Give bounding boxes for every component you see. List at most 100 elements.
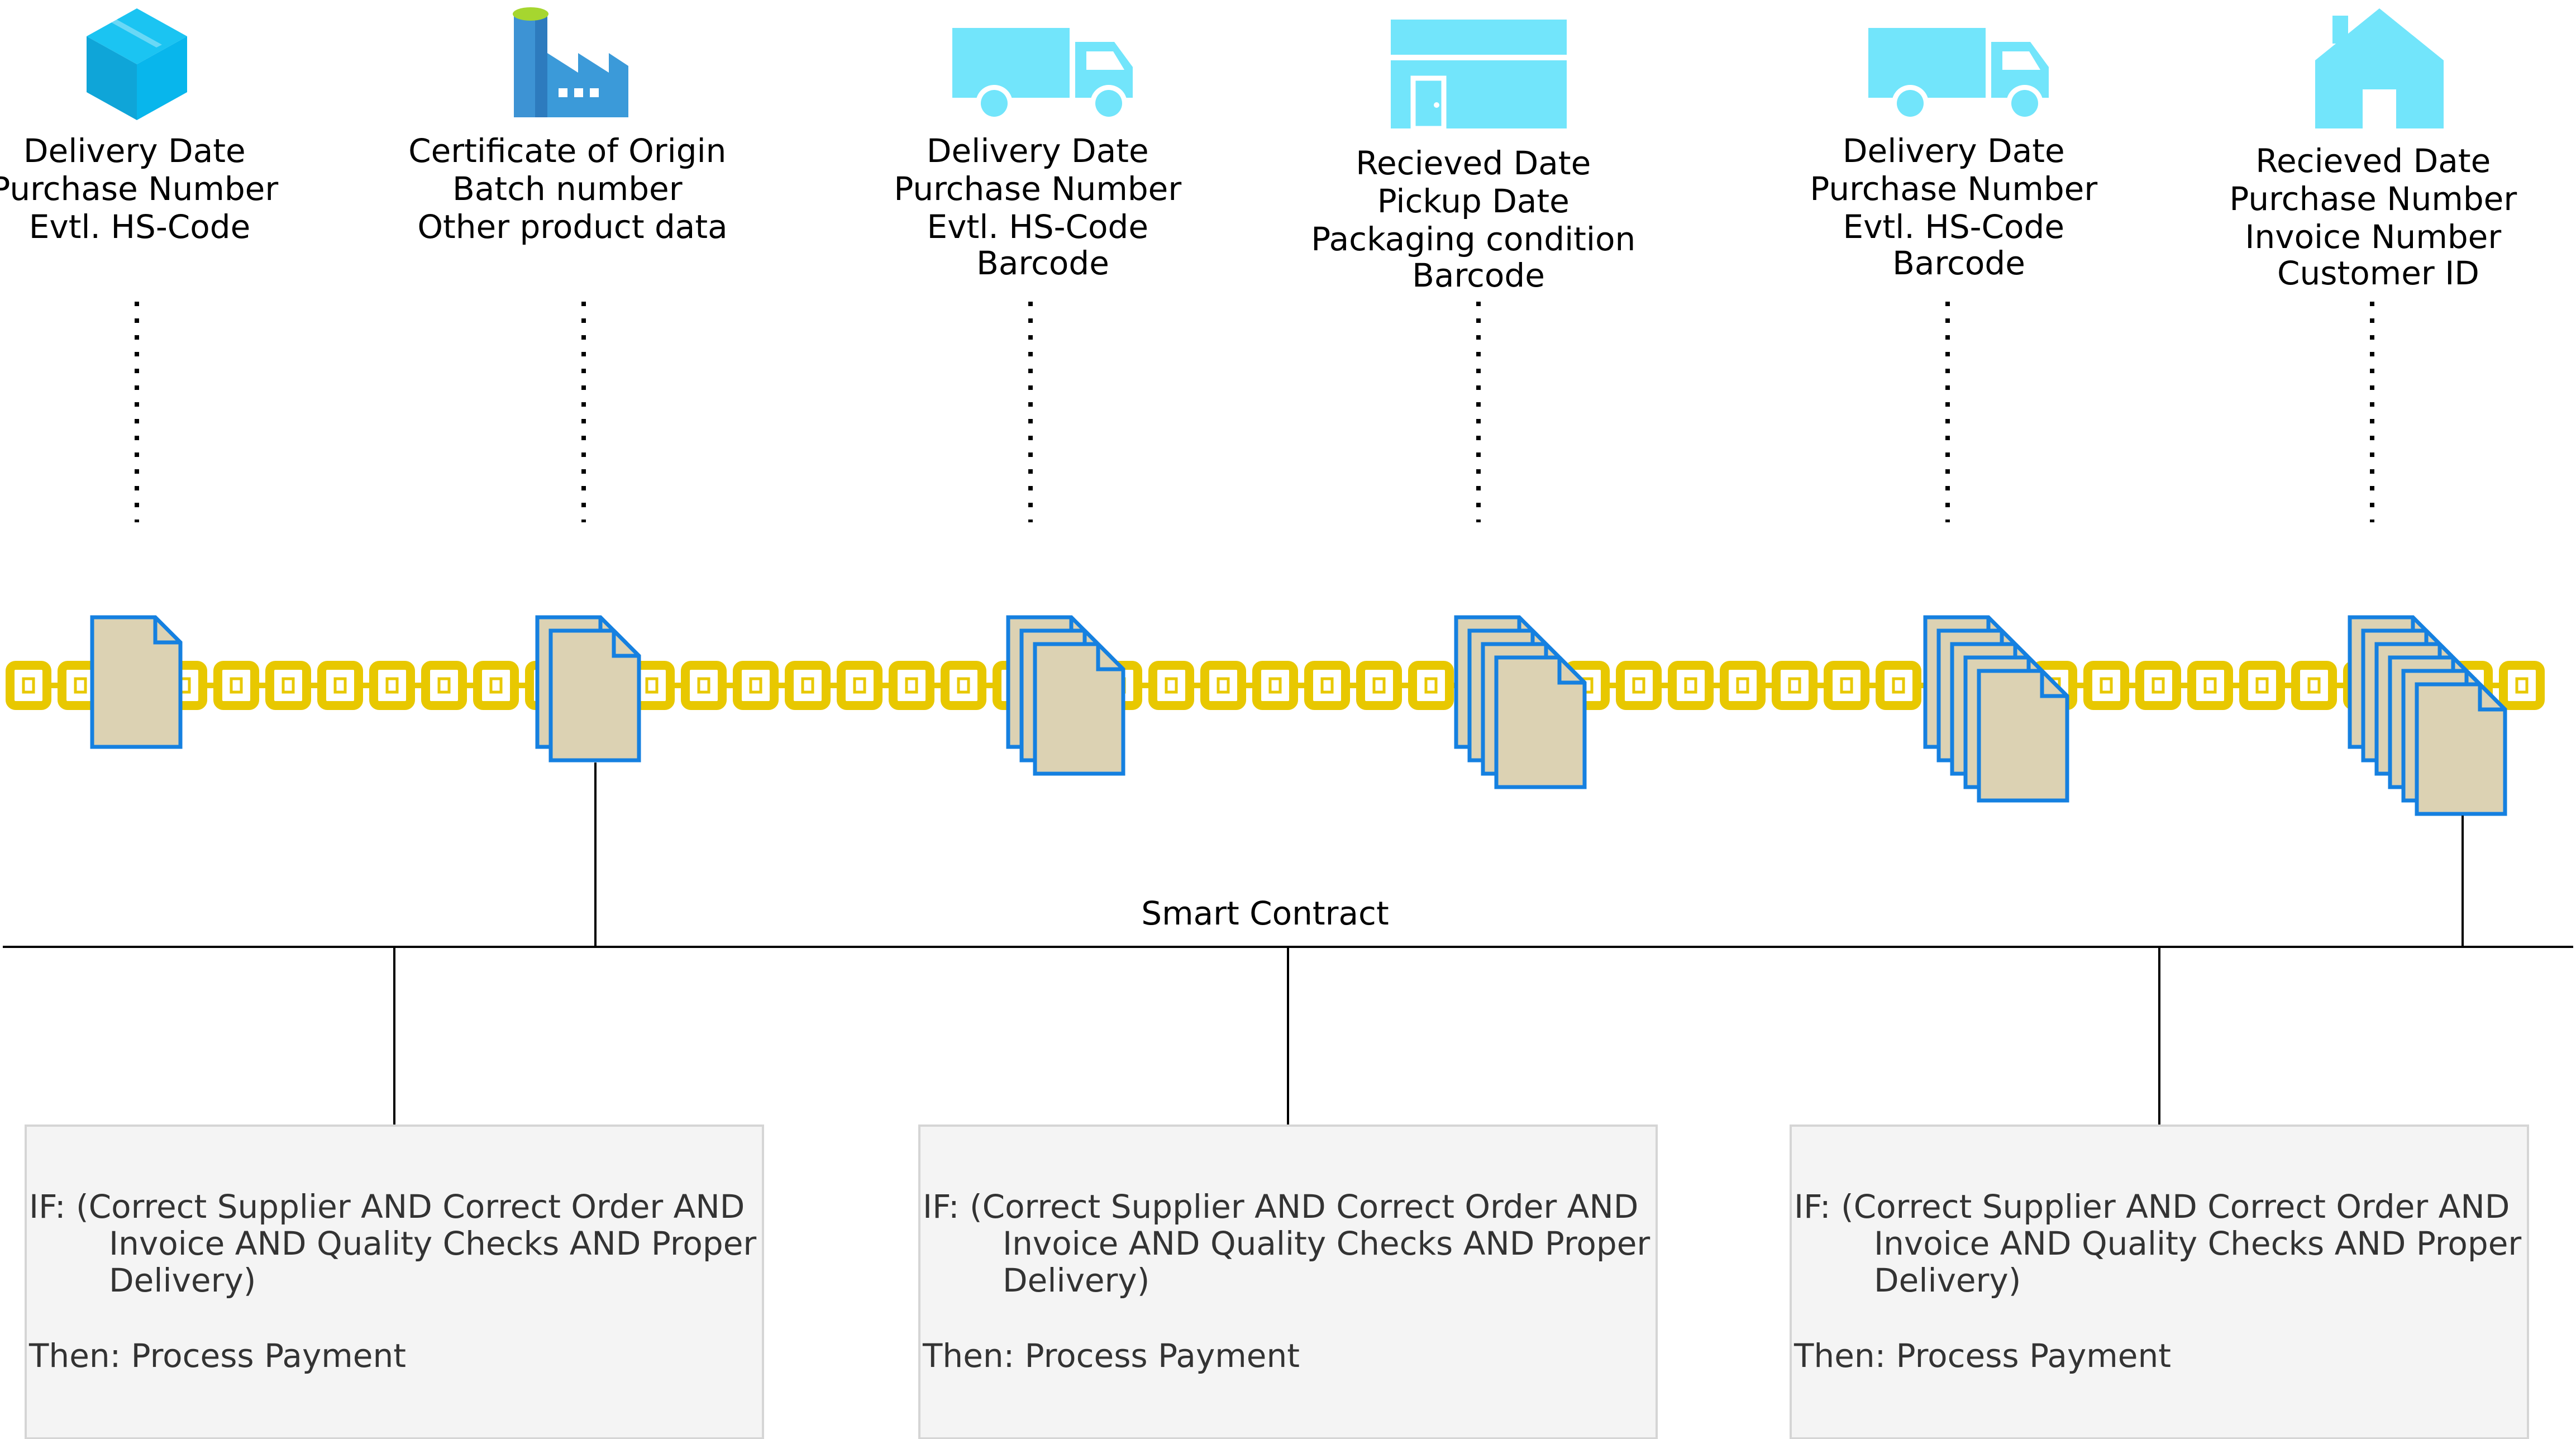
chain-link-inner [74,677,87,694]
chain-link-inner [2152,677,2165,694]
document-stack [1454,615,1587,789]
chain-link-inner [1788,677,1801,694]
chain-connector [982,683,997,688]
chain-connector [1190,683,1205,688]
chain-connector [2488,683,2503,688]
chain-connector [2177,683,2192,688]
chain-connector [1657,683,1672,688]
chain-connector [411,683,426,688]
document-fold [1096,644,1123,671]
chain-connector [514,683,529,688]
stage-5-label: Delivery Date Purchase Number Evtl. HS-C… [1810,132,2107,282]
stage-6-label: Recieved Date Purchase Number Invoice Nu… [2229,142,2527,292]
document-stacks [90,615,2507,816]
chain-connector [2281,683,2296,688]
document-icon [1977,669,2069,803]
house-icon [2315,8,2444,128]
condition-box: IF: (Correct Supplier AND Correct Order … [25,1124,764,1439]
chain-connector [203,683,218,688]
condition-box: IF: (Correct Supplier AND Correct Order … [918,1124,1661,1439]
document-stack [2348,615,2507,816]
document-icon [548,628,641,763]
chain-link-inner [2203,677,2217,694]
chain-connector [826,683,841,688]
chain-link-inner [333,677,347,694]
chain-connector [1865,683,1880,688]
document-fold [612,631,639,658]
chain-connector [1813,683,1828,688]
chain-connector [2229,683,2244,688]
condition-then-text: Then: Process Payment [1793,1337,2171,1375]
blockchain-chain [6,661,2545,710]
chain-link-inner [2515,677,2529,694]
chain-connector [878,683,893,688]
store-icon [1391,20,1567,131]
chain-connector [774,683,789,688]
truck-icon [1868,28,2049,122]
chain-link-inner [749,677,762,694]
condition-if-text: IF: (Correct Supplier AND Correct Order … [923,1188,1661,1299]
document-icon [90,615,183,749]
chain-connector [2332,683,2348,688]
truck-icon [952,28,1133,122]
chain-link-inner [697,677,710,694]
chain-link-inner [645,677,659,694]
chain-link-inner [1424,677,1438,694]
chain-link-inner [1372,677,1386,694]
chain-connector [47,683,62,688]
chain-link-inner [2100,677,2113,694]
chain-connector [462,683,478,688]
document-icon [1494,655,1587,789]
chain-link-inner [1892,677,1905,694]
stage-4-label: Recieved Date Pickup Date Packaging cond… [1311,144,1645,294]
chain-connector [1346,683,1361,688]
condition-then-text: Then: Process Payment [28,1337,406,1375]
chain-link-inner [1736,677,1749,694]
chain-link-inner [1632,677,1645,694]
chain-connector [1397,683,1413,688]
document-stack [535,615,641,763]
condition-box: IF: (Correct Supplier AND Correct Order … [1790,1124,2532,1439]
chain-link-inner [437,677,451,694]
chain-connector [1138,683,1153,688]
factory-icon [513,7,628,117]
chain-link-inner [2255,677,2269,694]
document-fold [153,617,180,645]
condition-then-text: Then: Process Payment [922,1337,1300,1375]
chain-connector [1709,683,1724,688]
chain-link-inner [1840,677,1853,694]
chain-link-inner [905,677,918,694]
chain-connector [359,683,374,688]
document-icon [1033,642,1125,776]
package-icon [87,8,187,120]
chain-link-inner [1268,677,1282,694]
chain-connector [1761,683,1776,688]
document-icon [2415,682,2507,816]
chain-link-inner [1320,677,1334,694]
chain-link-inner [853,677,866,694]
stage-labels: Delivery Date Purchase Number Evtl. HS-C… [0,132,2527,294]
chain-connector [930,683,945,688]
stage-2-label: Certificate of Origin Batch number Other… [408,132,737,246]
chain-connector [307,683,322,688]
smart-contract-lines [3,763,2573,1126]
chain-link-inner [1217,677,1230,694]
chain-connector [255,683,270,688]
condition-if-text: IF: (Correct Supplier AND Correct Order … [1794,1188,2532,1299]
chain-connector [2125,683,2140,688]
stage-3-label: Delivery Date Purchase Number Evtl. HS-C… [894,132,1191,282]
chain-link-inner [801,677,814,694]
chain-connector [1242,683,1257,688]
document-fold [1557,657,1585,685]
document-fold [2040,671,2067,698]
chain-link-inner [2307,677,2321,694]
smart-contract-label: Smart Contract [1141,894,1389,932]
chain-link-inner [489,677,503,694]
chain-link-inner [385,677,399,694]
document-stack [1006,615,1125,776]
document-stack [1923,615,2069,803]
chain-link-inner [22,677,35,694]
chain-connector [2073,683,2088,688]
chain-connector [1294,683,1309,688]
